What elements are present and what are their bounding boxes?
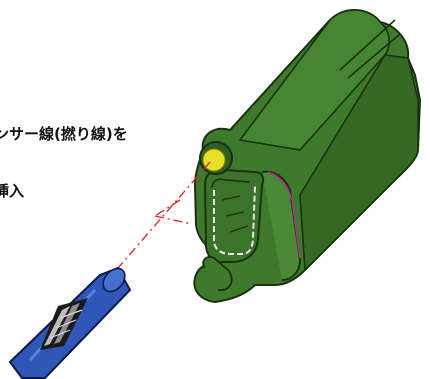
seal-profile — [193, 9, 422, 304]
channel-fin-1 — [221, 195, 241, 201]
profile-groove — [339, 19, 401, 79]
braided-wire-window — [40, 298, 88, 350]
seal-edge-line — [267, 171, 301, 259]
channel-metal-insert — [213, 185, 256, 255]
guide-line-main — [117, 161, 211, 269]
callout-text: ンサー線(撚り線)を 挿入 — [0, 87, 128, 220]
channel-fin-2 — [225, 211, 245, 217]
guide-line-branch-2 — [154, 215, 193, 225]
callout-line-2: 挿入 — [0, 182, 25, 200]
sensor-wire-dot — [202, 148, 226, 172]
callout-line-1: ンサー線(撚り線)を — [0, 125, 128, 143]
profile-bottom-hook — [202, 256, 233, 292]
channel-inner-left — [211, 178, 251, 189]
profile-side-face — [299, 54, 419, 272]
tube-end-cap — [102, 267, 126, 293]
insertion-tube — [8, 266, 132, 379]
channel-fin-3 — [229, 225, 249, 233]
guide-line-branch — [154, 199, 181, 217]
